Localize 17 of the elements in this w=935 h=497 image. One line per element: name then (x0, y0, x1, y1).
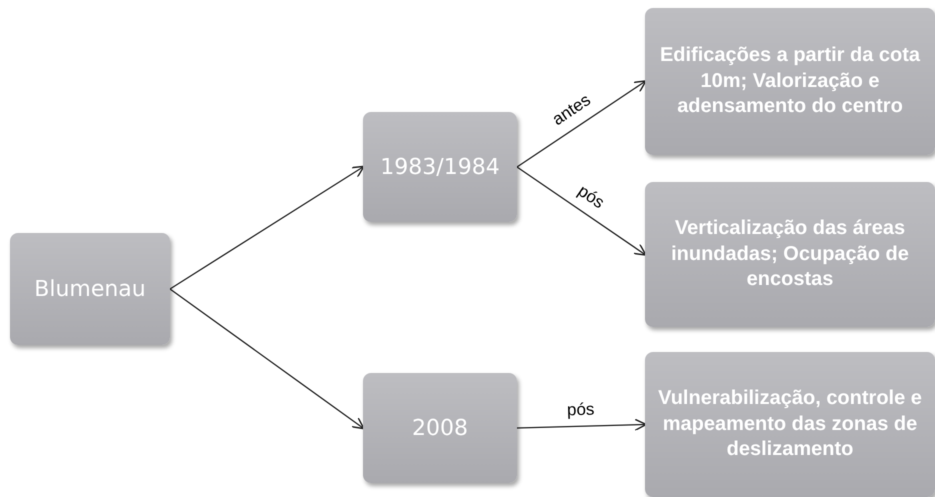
arrow (516, 418, 647, 431)
process-box (363, 112, 517, 222)
node-text: Vulnerabilização, controle e mapeamento das zonas de deslizamento (657, 386, 923, 462)
process-box (10, 233, 170, 345)
node-text: Verticalização das áreas inundadas; Ocupação de encostas (670, 216, 910, 292)
process-box (645, 182, 935, 327)
node-text: 1983/1984 (380, 154, 500, 180)
node-text: Edificações a partir da cota 10m; Valorização e adensamento do centro (658, 43, 922, 120)
process-box (363, 373, 517, 483)
arrow (170, 166, 365, 290)
process-box (645, 8, 935, 155)
node-text: 2008 (412, 416, 468, 440)
process-box (645, 352, 935, 497)
arrow (516, 166, 647, 256)
arrow (170, 288, 365, 430)
node-text: Blumenau (34, 276, 146, 302)
arrow (516, 80, 647, 168)
